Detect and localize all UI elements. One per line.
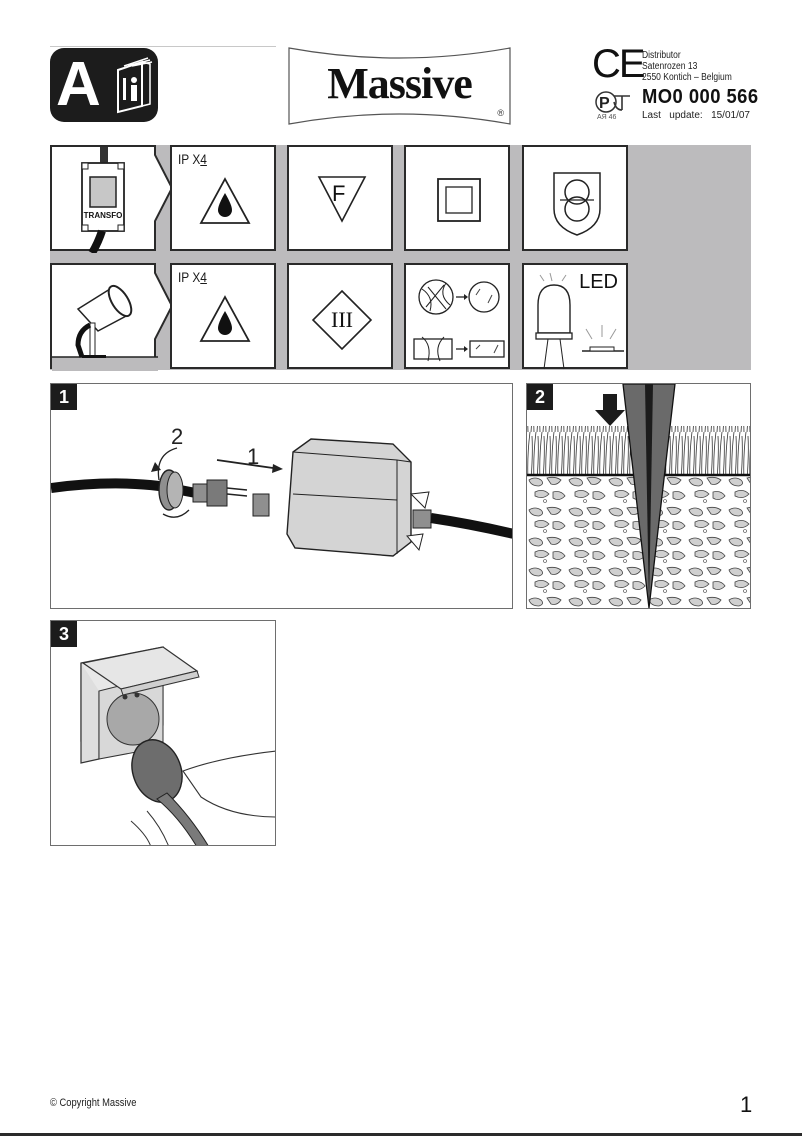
ip-rating-label: IP X4 — [178, 151, 207, 167]
assembly-letter: A — [56, 50, 101, 119]
update-date: 15/01/07 — [711, 110, 750, 121]
spotlight-icon — [52, 284, 158, 371]
ip-digit: 4 — [200, 269, 207, 285]
connect-transformer-illustration — [51, 438, 512, 557]
update-label: update: — [669, 110, 703, 121]
step-1-badge: 1 — [51, 384, 77, 410]
step-3-badge: 3 — [51, 621, 77, 647]
page-number: 1 — [740, 1092, 753, 1117]
push-step-label: 1 — [247, 444, 260, 469]
f-mark-icon — [317, 176, 367, 223]
ip-x4-cell: IP X4 — [170, 263, 276, 369]
transformer-icon — [81, 147, 125, 256]
copyright-text: © Copyright Massive — [50, 1097, 137, 1109]
rotate-step-label: 2 — [171, 424, 184, 449]
led-icon — [535, 272, 624, 370]
brand-name: Massive — [327, 59, 473, 108]
ip-rating-label: IP X4 — [178, 269, 207, 285]
pct-code: AЯ 46 — [597, 114, 617, 121]
bottom-rule — [0, 1133, 802, 1136]
class-iii-label: III — [331, 307, 353, 332]
pct-certification-icon: P — [595, 91, 630, 113]
header-rule — [50, 46, 276, 47]
step-2-badge: 2 — [527, 384, 553, 410]
cracked-glass-icon — [413, 279, 505, 362]
led-cell: LED — [522, 263, 628, 370]
distributor-city: 2550 Kontich – Belgium — [642, 72, 732, 83]
product-code: MO0 000 566 — [642, 86, 759, 108]
step-3-panel: 3 — [50, 620, 276, 846]
ip-prefix: IP X — [178, 151, 201, 167]
transformer-label: TRANSFO — [83, 211, 123, 220]
symbol-grid: TRANSFO IP X4 F — [50, 145, 751, 371]
f-mark-cell: F — [287, 145, 393, 251]
distributor-street: Satenrozen 13 — [642, 61, 698, 72]
safety-transformer-icon — [553, 172, 601, 236]
class-iii-icon — [311, 289, 373, 351]
distributor-block: Distributor Satenrozen 13 2550 Kontich –… — [642, 50, 732, 83]
manual-book-icon — [117, 57, 153, 114]
brand-banner-shape — [288, 47, 511, 125]
step-2-panel: 2 — [526, 383, 751, 609]
splash-proof-icon — [199, 177, 251, 224]
safety-transformer-cell — [522, 145, 628, 251]
transformer-cell: TRANSFO — [50, 145, 156, 256]
led-label: LED — [579, 271, 618, 293]
spotlight-cell — [50, 263, 158, 371]
ce-mark: CE — [592, 42, 646, 86]
stake-in-ground-illustration — [527, 384, 750, 608]
splash-proof-icon — [199, 295, 251, 342]
f-letter: F — [332, 181, 346, 206]
class-ii-cell — [404, 145, 510, 251]
distributor-label: Distributor — [642, 50, 681, 61]
assembly-info-logo: A — [50, 48, 158, 122]
ip-digit: 4 — [200, 151, 207, 167]
svg-text:P: P — [599, 95, 610, 112]
last-update: Last update: 15/01/07 — [642, 110, 750, 121]
replace-glass-cell — [404, 263, 510, 369]
ip-x4-cell: IP X4 — [170, 145, 276, 251]
ip-prefix: IP X — [178, 269, 201, 285]
double-insulation-icon — [437, 178, 481, 222]
plug-into-socket-illustration — [80, 646, 275, 845]
massive-brand-logo: Massive ® — [287, 46, 512, 126]
step-1-panel: 1 2 1 — [50, 383, 513, 609]
class-iii-cell: III — [287, 263, 393, 369]
registered-mark: ® — [497, 108, 504, 118]
last-label: Last — [642, 110, 661, 121]
